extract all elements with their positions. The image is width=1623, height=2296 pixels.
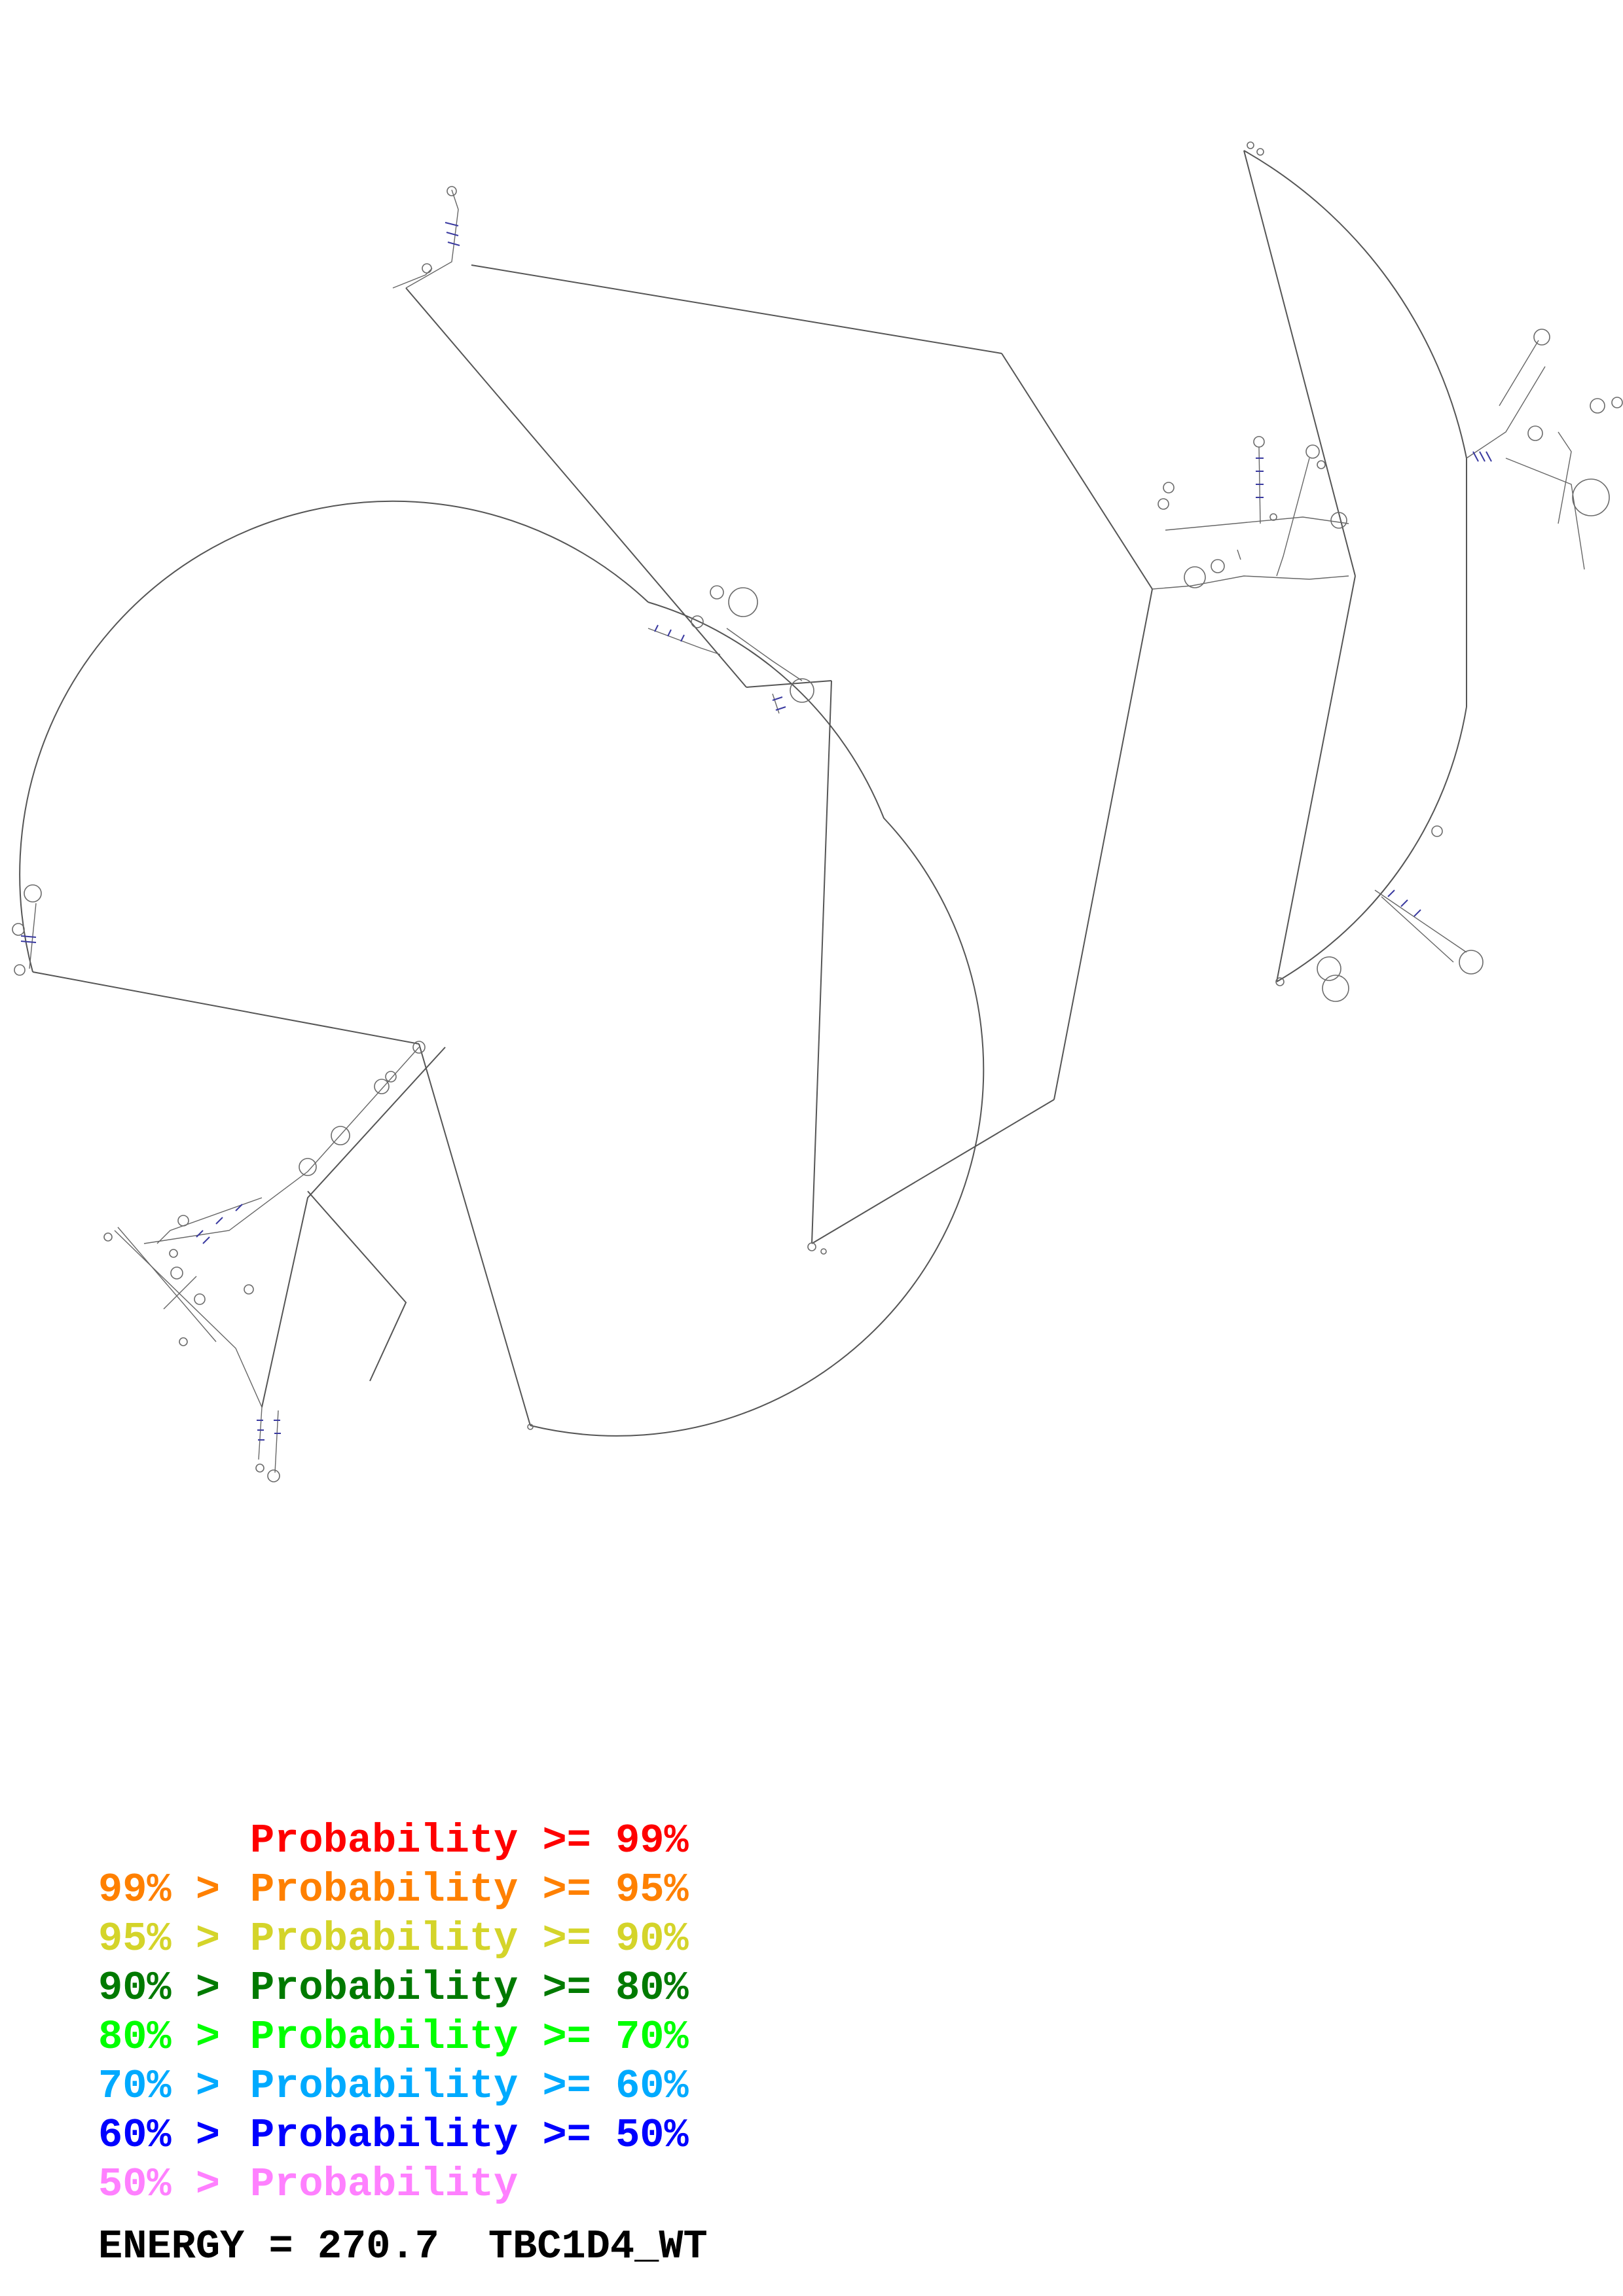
probability-legend: Probability >= 99%99% > Probability >= 9… (98, 1816, 708, 2209)
rna-structure-diagram (12, 141, 1623, 1482)
legend-label: Probability >= 90% (250, 1916, 689, 1962)
domain-bottom-right (1275, 825, 1484, 1002)
legend-row-80-90: 90% > Probability >= 80% (98, 1964, 708, 2013)
legend-row-lt50: 50% > Probability (98, 2160, 708, 2209)
energy-footer: ENERGY = 270.7 TBC1D4_WT (98, 2222, 708, 2271)
legend-label: Probability >= 60% (250, 2063, 689, 2109)
legend-prefix: 50% > (98, 2161, 245, 2208)
backbone (19, 150, 1467, 1437)
legend-row-70-80: 80% > Probability >= 70% (98, 2013, 708, 2062)
legend-prefix: 60% > (98, 2112, 245, 2159)
domain-bottom-stems (255, 1407, 281, 1482)
legend-row-90-95: 95% > Probability >= 90% (98, 1914, 708, 1964)
legend-prefix: 80% > (98, 2014, 245, 2060)
domain-left-edge (12, 884, 42, 976)
domain-junction-bottom-mid (527, 1242, 827, 1430)
legend-prefix (98, 1816, 250, 1865)
legend-label: Probability >= 50% (250, 2112, 689, 2159)
domain-bottom-left (103, 1041, 426, 1408)
legend-label: Probability >= 80% (250, 1965, 689, 2011)
legend-prefix: 95% > (98, 1916, 245, 1962)
legend-prefix: 70% > (98, 2063, 245, 2109)
legend-label: Probability (250, 2161, 519, 2208)
legend-row-ge99: Probability >= 99% (98, 1816, 708, 1865)
legend-label: Probability >= 99% (250, 1818, 689, 1864)
legend-row-60-70: 70% > Probability >= 60% (98, 2062, 708, 2111)
domain-mid-upper (647, 585, 814, 714)
legend-prefix: 99% > (98, 1867, 245, 1913)
legend-row-50-60: 60% > Probability >= 50% (98, 2111, 708, 2160)
legend-label: Probability >= 70% (250, 2014, 689, 2060)
sequence-name: TBC1D4_WT (488, 2223, 708, 2270)
legend-label: Probability >= 95% (250, 1867, 689, 1913)
domain-top-right (1247, 141, 1623, 570)
legend-row-95-99: 99% > Probability >= 95% (98, 1865, 708, 1914)
energy-label: ENERGY = 270.7 (98, 2223, 439, 2270)
domain-right-mid (1152, 436, 1349, 590)
domain-top-left (392, 186, 460, 289)
legend-prefix: 90% > (98, 1965, 245, 2011)
legend-and-footer: Probability >= 99%99% > Probability >= 9… (98, 1816, 708, 2271)
